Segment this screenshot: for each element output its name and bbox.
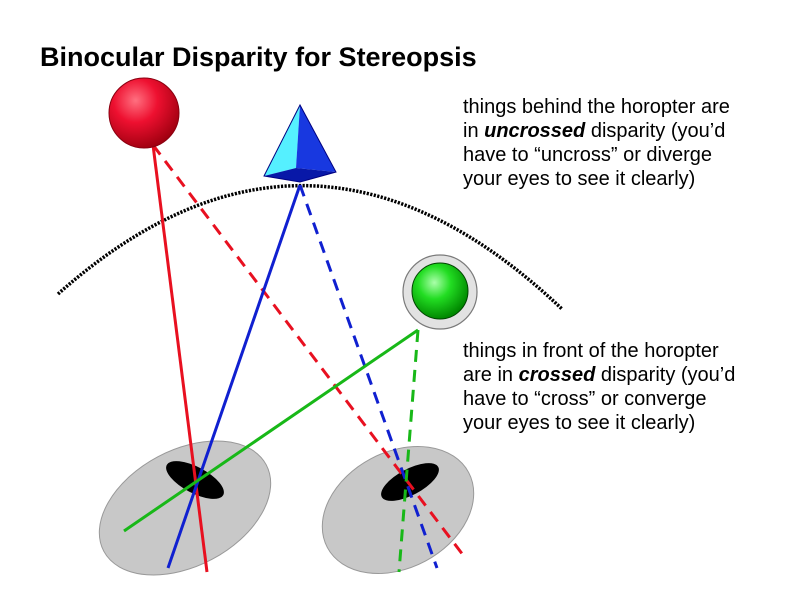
green-sphere: [402, 254, 478, 330]
note-line: have to “uncross” or diverge: [463, 144, 713, 166]
green-line-right-eye-dashed: [397, 329, 420, 573]
note-text: disparity (you’d: [595, 364, 736, 386]
note-line: have to “cross” or converge: [463, 388, 707, 410]
crossed-emphasis: crossed: [518, 364, 596, 386]
red-line-left-eye: [151, 144, 209, 573]
note-line: are in crossed disparity (you’d: [463, 363, 783, 387]
blue-line-left-eye: [166, 184, 302, 569]
red-line-right-eye-dashed: [151, 144, 465, 556]
note-text: in: [463, 120, 485, 142]
green-line-left-eye: [123, 328, 419, 533]
uncrossed-disparity-note: things behind the horopter are in uncros…: [463, 95, 783, 191]
note-line: your eyes to see it clearly): [463, 412, 696, 434]
page-title: Binocular Disparity for Stereopsis: [40, 42, 477, 72]
note-text: disparity (you’d: [585, 120, 726, 142]
note-line: in uncrossed disparity (you’d: [463, 119, 783, 143]
note-line: things behind the horopter are: [463, 96, 730, 118]
crossed-disparity-note: things in front of the horopter are in c…: [463, 339, 783, 435]
horopter-arc: [56, 183, 564, 311]
note-line: things in front of the horopter: [463, 340, 719, 362]
note-text: are in: [463, 364, 519, 386]
uncrossed-emphasis: uncrossed: [484, 120, 586, 142]
right-eye: [321, 445, 475, 575]
red-sphere: [108, 77, 180, 149]
blue-line-right-eye-dashed: [298, 184, 439, 569]
note-line: your eyes to see it clearly): [463, 168, 696, 190]
left-eye: [98, 440, 272, 576]
blue-pyramid: [263, 103, 337, 183]
right-pupil: [381, 463, 439, 501]
